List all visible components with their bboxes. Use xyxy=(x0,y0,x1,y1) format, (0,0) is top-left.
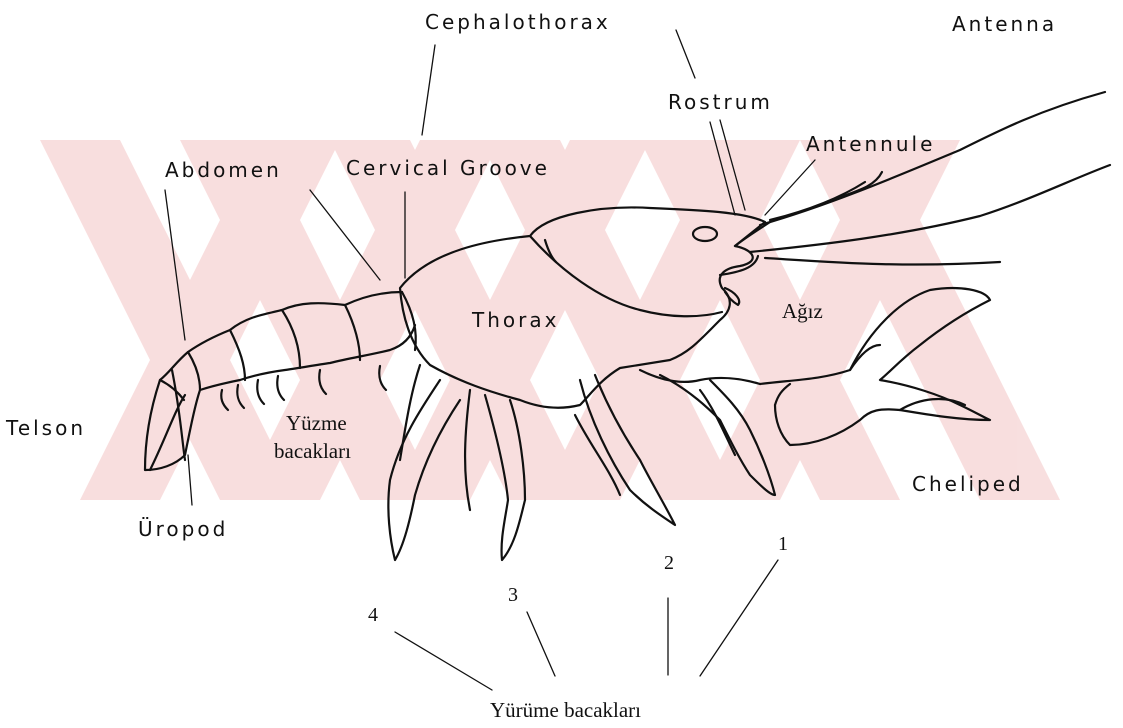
label-leg-3: 3 xyxy=(508,585,518,605)
label-rostrum: Rostrum xyxy=(668,92,773,112)
label-antenna: Antenna xyxy=(952,14,1057,34)
label-leg-4: 4 xyxy=(368,605,378,625)
label-leg-2: 2 xyxy=(664,553,674,573)
leader-cephalothorax xyxy=(422,45,435,135)
label-abdomen: Abdomen xyxy=(165,160,282,180)
label-mouth: Ağız xyxy=(782,301,823,322)
label-thorax: Thorax xyxy=(472,310,559,330)
label-telson: Telson xyxy=(6,418,86,438)
label-cervical-groove: Cervical Groove xyxy=(346,158,550,178)
label-swimming-legs-1: Yüzme xyxy=(286,413,347,434)
label-uropod: Üropod xyxy=(138,519,228,539)
label-walking-legs: Yürüme bacakları xyxy=(490,700,641,721)
leader-uropod xyxy=(188,455,192,505)
leader-walking-legs xyxy=(395,560,778,690)
label-antennule: Antennule xyxy=(806,134,935,154)
label-cephalothorax: Cephalothorax xyxy=(425,12,611,32)
label-swimming-legs-2: bacakları xyxy=(274,441,351,462)
label-leg-1: 1 xyxy=(778,534,788,554)
label-cheliped: Cheliped xyxy=(912,474,1024,494)
